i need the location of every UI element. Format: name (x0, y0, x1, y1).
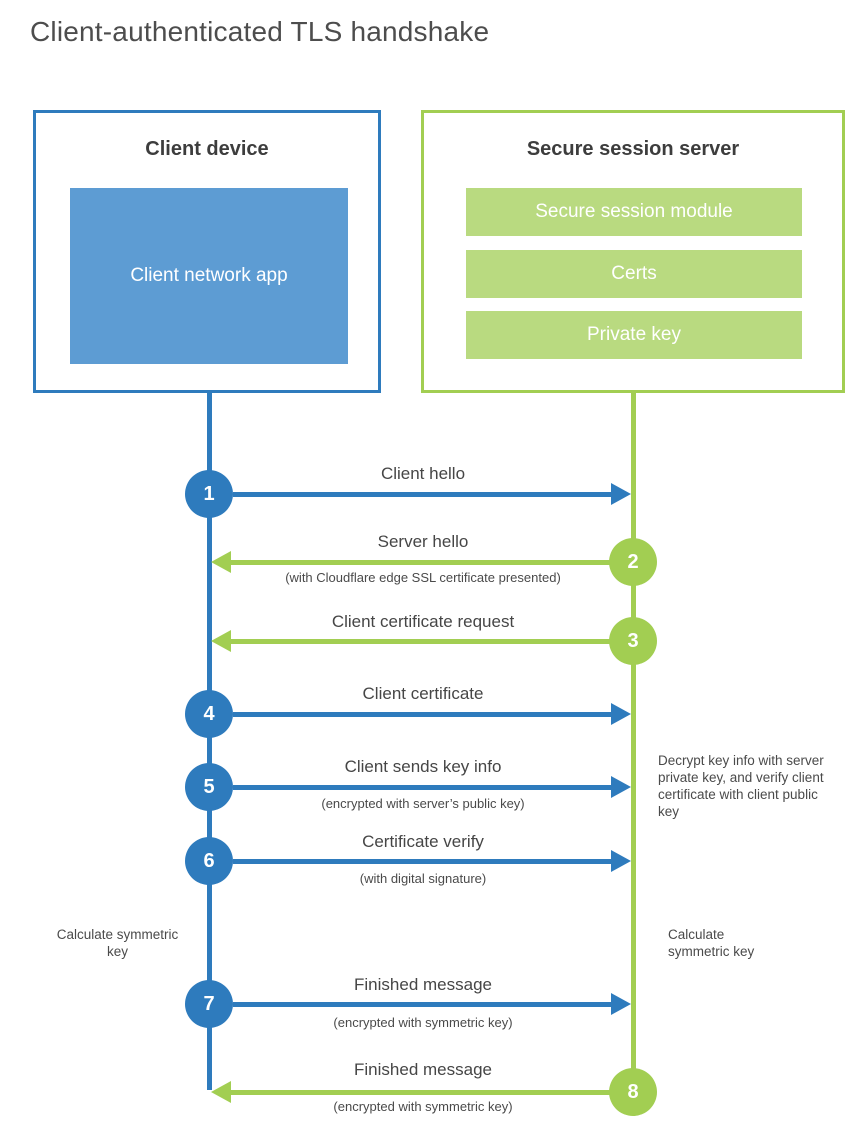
client-lifeline (207, 391, 212, 1090)
note-decrypt-key-info: Decrypt key info with server private key… (658, 753, 824, 819)
flow-arrow-line (233, 1002, 611, 1007)
page-title: Client-authenticated TLS handshake (30, 16, 490, 47)
flow-label: Client certificate (362, 684, 484, 703)
flow-label: Certificate verify (362, 832, 484, 851)
flow-sublabel: (encrypted with symmetric key) (333, 1015, 513, 1030)
client-device-heading: Client device (145, 138, 269, 160)
flow-label: Finished message (354, 975, 492, 994)
server-private-key-bar: Private key (466, 311, 802, 359)
arrow-left-icon (211, 630, 231, 652)
client-network-app-rect: Client network app (70, 188, 348, 364)
step-badge: 3 (609, 617, 657, 665)
flow-arrow-line (231, 1090, 633, 1095)
flow-arrow-line (233, 859, 611, 864)
step-badge: 4 (185, 690, 233, 738)
flow-label: Client certificate request (331, 612, 515, 631)
arrow-right-icon (611, 483, 631, 505)
secure-session-server-heading: Secure session server (526, 138, 740, 160)
flow-sublabel: (encrypted with server’s public key) (321, 796, 525, 811)
note-calculate-symmetric-key-server: Calculate symmetric key (668, 927, 755, 959)
flow-sublabel: (with Cloudflare edge SSL certificate pr… (285, 570, 561, 585)
flow-arrow-line (233, 712, 611, 717)
client-device-box: Client device Client network app (33, 110, 381, 393)
arrow-left-icon (211, 551, 231, 573)
step-badge: 2 (609, 538, 657, 586)
note-calculate-symmetric-key-client: Calculate symmetric key (56, 927, 179, 959)
client-network-app-label: Client network app (130, 265, 288, 287)
step-badge: 6 (185, 837, 233, 885)
flow-arrow-line (231, 560, 633, 565)
server-module-bar: Secure session module (466, 188, 802, 236)
flow-label: Finished message (354, 1060, 492, 1079)
server-lifeline (631, 391, 636, 1093)
step-badge: 7 (185, 980, 233, 1028)
arrow-left-icon (211, 1081, 231, 1103)
flow-label: Server hello (377, 532, 469, 551)
flow-arrow-line (231, 639, 633, 644)
arrow-right-icon (611, 850, 631, 872)
flow-sublabel: (with digital signature) (359, 871, 487, 886)
flow-sublabel: (encrypted with symmetric key) (333, 1099, 513, 1114)
arrow-right-icon (611, 993, 631, 1015)
arrow-right-icon (611, 703, 631, 725)
flow-arrow-line (233, 492, 611, 497)
flow-label: Client hello (380, 464, 466, 483)
secure-session-server-box: Secure session server Secure session mod… (421, 110, 845, 393)
flow-arrow-line (233, 785, 611, 790)
step-badge: 8 (609, 1068, 657, 1116)
step-badge: 5 (185, 763, 233, 811)
step-badge: 1 (185, 470, 233, 518)
flow-label: Client sends key info (344, 757, 502, 776)
arrow-right-icon (611, 776, 631, 798)
server-certs-bar: Certs (466, 250, 802, 298)
